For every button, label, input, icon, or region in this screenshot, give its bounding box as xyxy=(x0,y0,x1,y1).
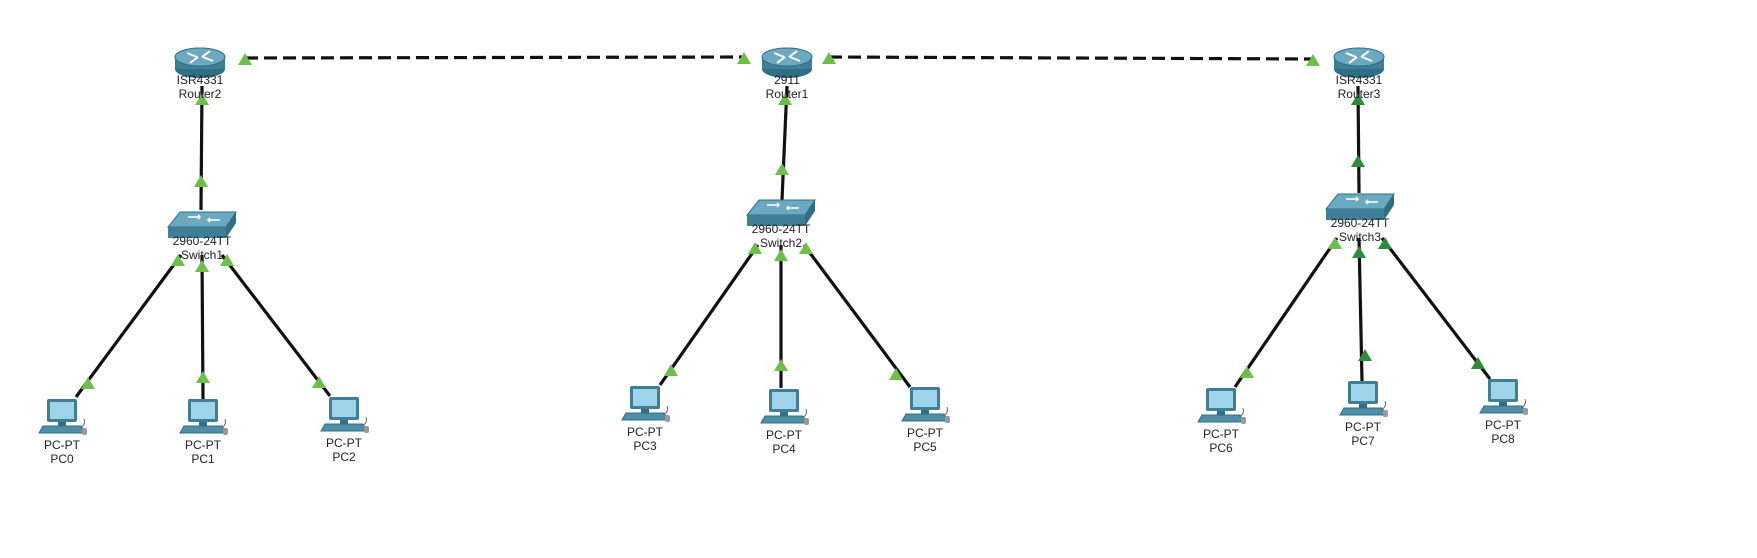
link-up-indicator-icon xyxy=(195,93,209,105)
device-model-label: PC-PT xyxy=(44,438,81,452)
device-model-label: 2960-24TT xyxy=(752,222,811,236)
link-up-indicator-icon xyxy=(195,260,209,272)
pc-icon xyxy=(179,398,229,436)
link-up-indicator-icon xyxy=(778,93,792,105)
link-up-indicator-icon xyxy=(748,242,762,254)
link-up-indicator-icon xyxy=(822,52,836,64)
device-name-label: Router3 xyxy=(1338,87,1381,101)
device-model-label: PC-PT xyxy=(1485,418,1522,432)
device-name-label: PC2 xyxy=(332,450,356,464)
device-model-label: 2960-24TT xyxy=(173,234,232,248)
link-up-indicator-icon xyxy=(196,371,210,383)
ethernet-link-switch1-pc0[interactable] xyxy=(74,254,183,398)
pc-icon xyxy=(1339,380,1389,418)
link-up-indicator-icon xyxy=(889,368,903,380)
device-model-label: PC-PT xyxy=(326,436,363,450)
device-model-label: PC-PT xyxy=(907,426,944,440)
pc-icon xyxy=(901,386,951,424)
ethernet-link-router2-switch1[interactable] xyxy=(199,85,204,211)
link-up-indicator-icon xyxy=(220,254,234,266)
pc-icon xyxy=(621,385,671,423)
link-up-indicator-icon xyxy=(775,163,789,175)
device-name-label: PC3 xyxy=(633,439,657,453)
ethernet-link-switch2-pc5[interactable] xyxy=(802,244,912,388)
device-name-label: Switch3 xyxy=(1339,230,1381,244)
pc-icon xyxy=(1197,387,1247,425)
device-name-label: PC5 xyxy=(913,440,937,454)
link-up-indicator-icon xyxy=(737,52,751,64)
link-up-indicator-icon xyxy=(312,376,326,388)
link-up-indicator-icon xyxy=(774,359,788,371)
pc-icon xyxy=(1479,378,1529,416)
link-up-indicator-icon xyxy=(799,242,813,254)
device-name-label: PC7 xyxy=(1351,434,1375,448)
link-up-indicator-icon xyxy=(664,364,678,376)
device-name-label: PC6 xyxy=(1209,441,1233,455)
link-up-indicator-icon xyxy=(1471,357,1485,369)
link-up-indicator-icon xyxy=(1351,155,1365,167)
link-up-indicator-icon xyxy=(1378,237,1392,249)
ethernet-link-switch3-pc6[interactable] xyxy=(1233,237,1339,388)
device-name-label: PC0 xyxy=(50,452,74,466)
link-up-indicator-icon xyxy=(171,254,185,266)
devices-layer: ISR4331Router22911Router1ISR4331Router32… xyxy=(38,47,1529,466)
link-up-indicator-icon xyxy=(194,175,208,187)
ethernet-link-switch1-pc2[interactable] xyxy=(220,254,332,397)
device-name-label: PC1 xyxy=(191,452,215,466)
device-model-label: ISR4331 xyxy=(177,73,224,87)
link-up-indicator-icon xyxy=(1351,93,1365,105)
device-name-label: Router1 xyxy=(766,87,809,101)
device-name-label: Switch1 xyxy=(181,248,223,262)
pc-icon xyxy=(38,398,88,436)
device-model-label: PC-PT xyxy=(1203,427,1240,441)
links-layer xyxy=(74,55,1492,400)
device-name-label: PC8 xyxy=(1491,432,1515,446)
link-up-indicator-icon xyxy=(1328,237,1342,249)
device-model-label: PC-PT xyxy=(627,425,664,439)
device-model-label: PC-PT xyxy=(185,438,222,452)
ethernet-link-switch3-pc8[interactable] xyxy=(1380,237,1492,380)
device-model-label: ISR4331 xyxy=(1336,73,1383,87)
serial-link-router1-router3[interactable] xyxy=(828,55,1314,61)
device-model-label: 2911 xyxy=(774,73,800,87)
device-model-label: 2960-24TT xyxy=(1331,216,1390,230)
device-model-label: PC-PT xyxy=(766,428,803,442)
link-up-indicator-icon xyxy=(1306,54,1320,66)
device-name-label: PC4 xyxy=(772,442,796,456)
link-status-layer xyxy=(81,52,1485,389)
pc-icon xyxy=(760,388,810,426)
link-up-indicator-icon xyxy=(81,377,95,389)
pc-icon xyxy=(320,396,370,434)
link-up-indicator-icon xyxy=(1358,349,1372,361)
device-name-label: Router2 xyxy=(179,87,222,101)
device-model-label: PC-PT xyxy=(1345,420,1382,434)
link-up-indicator-icon xyxy=(238,53,252,65)
link-up-indicator-icon xyxy=(774,249,788,261)
serial-link-router2-router1[interactable] xyxy=(244,55,745,60)
device-name-label: Switch2 xyxy=(760,236,802,250)
link-up-indicator-icon xyxy=(1352,246,1366,258)
link-up-indicator-icon xyxy=(1240,366,1254,378)
ethernet-link-switch2-pc3[interactable] xyxy=(658,244,760,386)
